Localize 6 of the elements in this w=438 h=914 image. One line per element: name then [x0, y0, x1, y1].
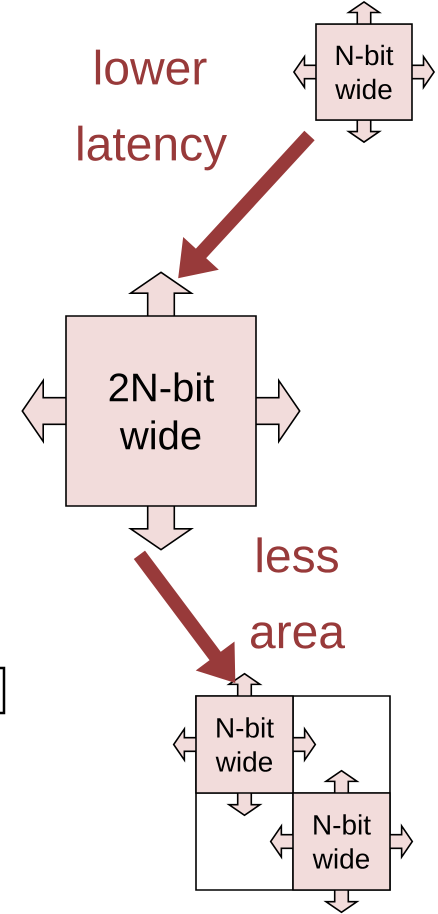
- edge-label: less area: [251, 537, 345, 649]
- process-box: N-bit wide: [315, 23, 413, 121]
- process-box: N-bit wide: [292, 792, 391, 891]
- process-box: 2N-bit wide: [65, 315, 257, 507]
- process-box: N-bit wide: [195, 695, 294, 794]
- edge-label: lower latency: [78, 50, 227, 170]
